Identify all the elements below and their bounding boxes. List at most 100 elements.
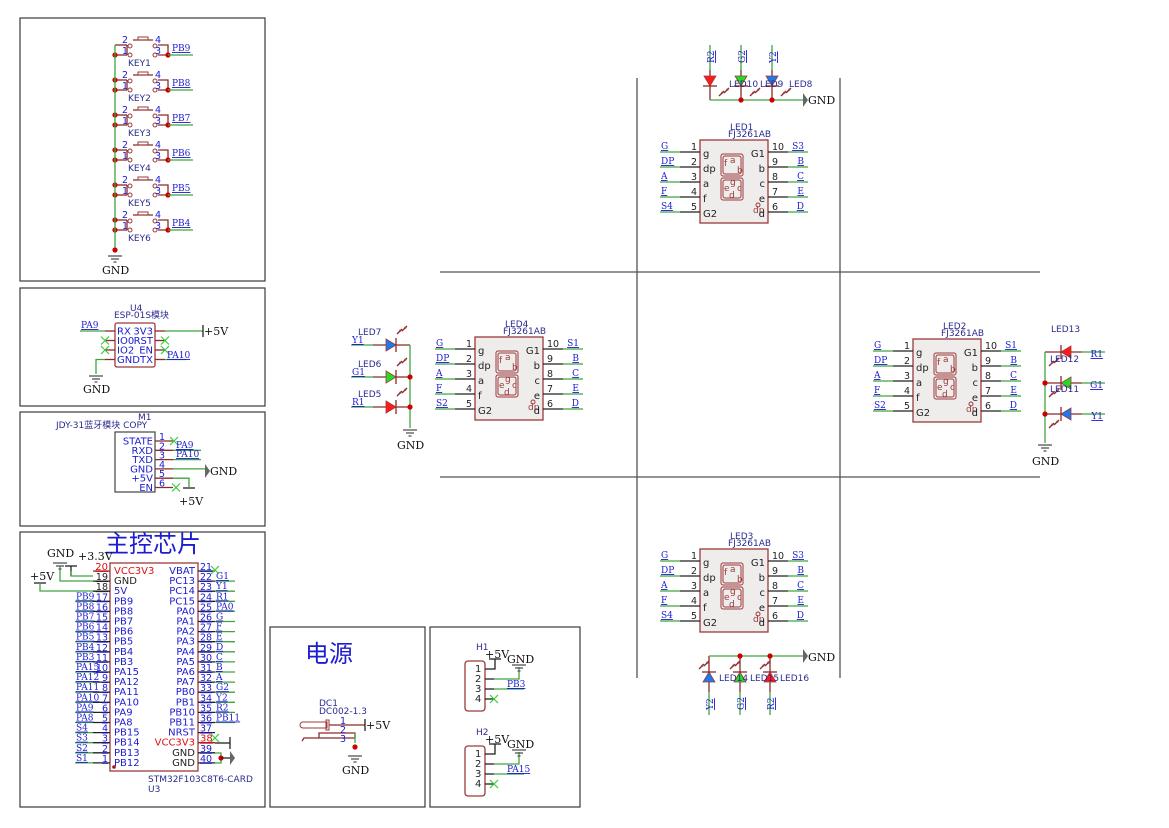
segment-label: f bbox=[499, 356, 503, 366]
net-label: A bbox=[215, 673, 223, 683]
switch-contact bbox=[127, 157, 133, 163]
net-label: S3 bbox=[792, 551, 804, 561]
net-label: PB5 bbox=[172, 184, 191, 194]
gnd-label: GND bbox=[808, 651, 835, 664]
pin1-marker bbox=[112, 765, 116, 769]
pin-num: 4 bbox=[155, 105, 161, 116]
mcu-pin-name: PA2 bbox=[176, 627, 195, 638]
ray-head bbox=[399, 329, 402, 332]
esp-module: U4ESP-01S模块RXIO0IO2GND3V3RSTENTXPA9+5VPA… bbox=[80, 304, 229, 396]
junction-dot bbox=[1042, 411, 1048, 417]
led-triangle bbox=[763, 671, 777, 683]
ray-head bbox=[399, 391, 402, 394]
led-red-icon bbox=[703, 75, 717, 87]
display-pin-name: g bbox=[478, 346, 484, 357]
no-connect-icon bbox=[489, 779, 499, 789]
mcu-pin-num: 23 bbox=[200, 582, 212, 593]
pin-num: 1 bbox=[122, 221, 128, 232]
ray-head bbox=[732, 664, 735, 667]
bt-pin-name: +5V bbox=[131, 474, 153, 485]
display-pin-name: G2 bbox=[703, 618, 717, 629]
net-label: E bbox=[1010, 386, 1017, 396]
switch-contact bbox=[152, 78, 158, 84]
no-connect-stroke bbox=[100, 345, 110, 355]
switch-contact bbox=[127, 218, 133, 224]
display-ref: LED1 bbox=[730, 123, 753, 133]
ray-head bbox=[404, 388, 407, 391]
net-label: G bbox=[216, 613, 223, 623]
display-pin-name: f bbox=[478, 391, 482, 402]
net-label: S2 bbox=[436, 399, 448, 409]
net-label: PB5 bbox=[76, 633, 95, 643]
dc-pin-num: 1 bbox=[340, 716, 346, 727]
mcu-pin-name: PB6 bbox=[114, 627, 133, 638]
display-pin-num: 7 bbox=[547, 384, 553, 395]
segment-label: c bbox=[512, 381, 517, 391]
header-pin-num: 1 bbox=[475, 749, 481, 760]
led-ref: LED10 bbox=[729, 80, 758, 90]
net-label: R2 bbox=[767, 697, 777, 710]
led-ref: LED6 bbox=[358, 360, 382, 370]
mcu-pin-num: 20 bbox=[95, 562, 108, 573]
frame-power bbox=[269, 626, 426, 808]
light-emission-icon bbox=[396, 325, 408, 335]
net-label: A bbox=[660, 172, 668, 182]
net-label: DP bbox=[661, 157, 674, 167]
display-pin-num: 4 bbox=[691, 187, 697, 198]
ray-head bbox=[737, 661, 740, 664]
pin-num: 3 bbox=[155, 81, 161, 92]
switch-contact bbox=[127, 192, 133, 198]
net-label: PA9 bbox=[176, 441, 194, 451]
mcu-pin-num: 33 bbox=[200, 683, 212, 694]
mcu-pin-name: GND bbox=[172, 748, 195, 759]
display-pin-num: 9 bbox=[772, 157, 778, 168]
mcu-pin-num: 1 bbox=[102, 754, 108, 765]
display-pin-name: d bbox=[759, 209, 765, 220]
led-ref: LED16 bbox=[780, 674, 809, 684]
net-label: F bbox=[436, 384, 442, 394]
ground-flag-icon bbox=[230, 751, 235, 765]
junction-dot bbox=[407, 404, 413, 410]
mcu-pin-name: PA1 bbox=[176, 617, 195, 628]
mcu-pin-name: NRST bbox=[168, 728, 196, 739]
key-ref: KEY3 bbox=[128, 129, 151, 139]
bt-body bbox=[114, 431, 156, 493]
display-pin-num: 5 bbox=[691, 202, 697, 213]
display-pin-name: G2 bbox=[916, 408, 930, 419]
header-pin-num: 4 bbox=[475, 694, 481, 705]
ground-flag-shape bbox=[205, 464, 210, 478]
dp-dot bbox=[755, 202, 761, 208]
led-ref: LED7 bbox=[358, 328, 381, 338]
ray-head bbox=[726, 88, 729, 91]
net-label: D bbox=[1010, 401, 1017, 411]
display-pin-num: 4 bbox=[466, 384, 472, 395]
switch-contact bbox=[127, 113, 133, 119]
mcu-pin-name: PA3 bbox=[176, 637, 195, 648]
gnd-label: GND bbox=[397, 439, 424, 452]
display-value: FJ3261AB bbox=[728, 130, 771, 140]
net-label: C bbox=[797, 172, 804, 182]
segment-label: b bbox=[950, 365, 956, 375]
ray-head bbox=[721, 91, 724, 94]
display-pin-name: d bbox=[972, 408, 978, 419]
pin-num: 4 bbox=[155, 175, 161, 186]
pwr-label: +5V bbox=[30, 570, 55, 583]
display-pin-num: 1 bbox=[691, 551, 697, 562]
segment-label: dp bbox=[966, 405, 978, 415]
ray-head bbox=[1056, 389, 1059, 392]
led-triangle bbox=[1060, 407, 1072, 421]
display-pin-num: 2 bbox=[466, 354, 472, 365]
mcu-pin-num: 15 bbox=[96, 613, 108, 624]
display-pin-name: dp bbox=[478, 361, 491, 372]
mcu-value: STM32F103C8T6-CARD bbox=[148, 775, 253, 785]
net-label: E bbox=[572, 384, 579, 394]
net-label: B bbox=[797, 157, 804, 167]
net-label: D bbox=[797, 611, 804, 621]
led-green-icon bbox=[733, 671, 747, 683]
mcu-pin-num: 30 bbox=[200, 653, 212, 664]
display-pin-num: 8 bbox=[772, 581, 778, 592]
gnd-label: GND bbox=[210, 465, 237, 478]
